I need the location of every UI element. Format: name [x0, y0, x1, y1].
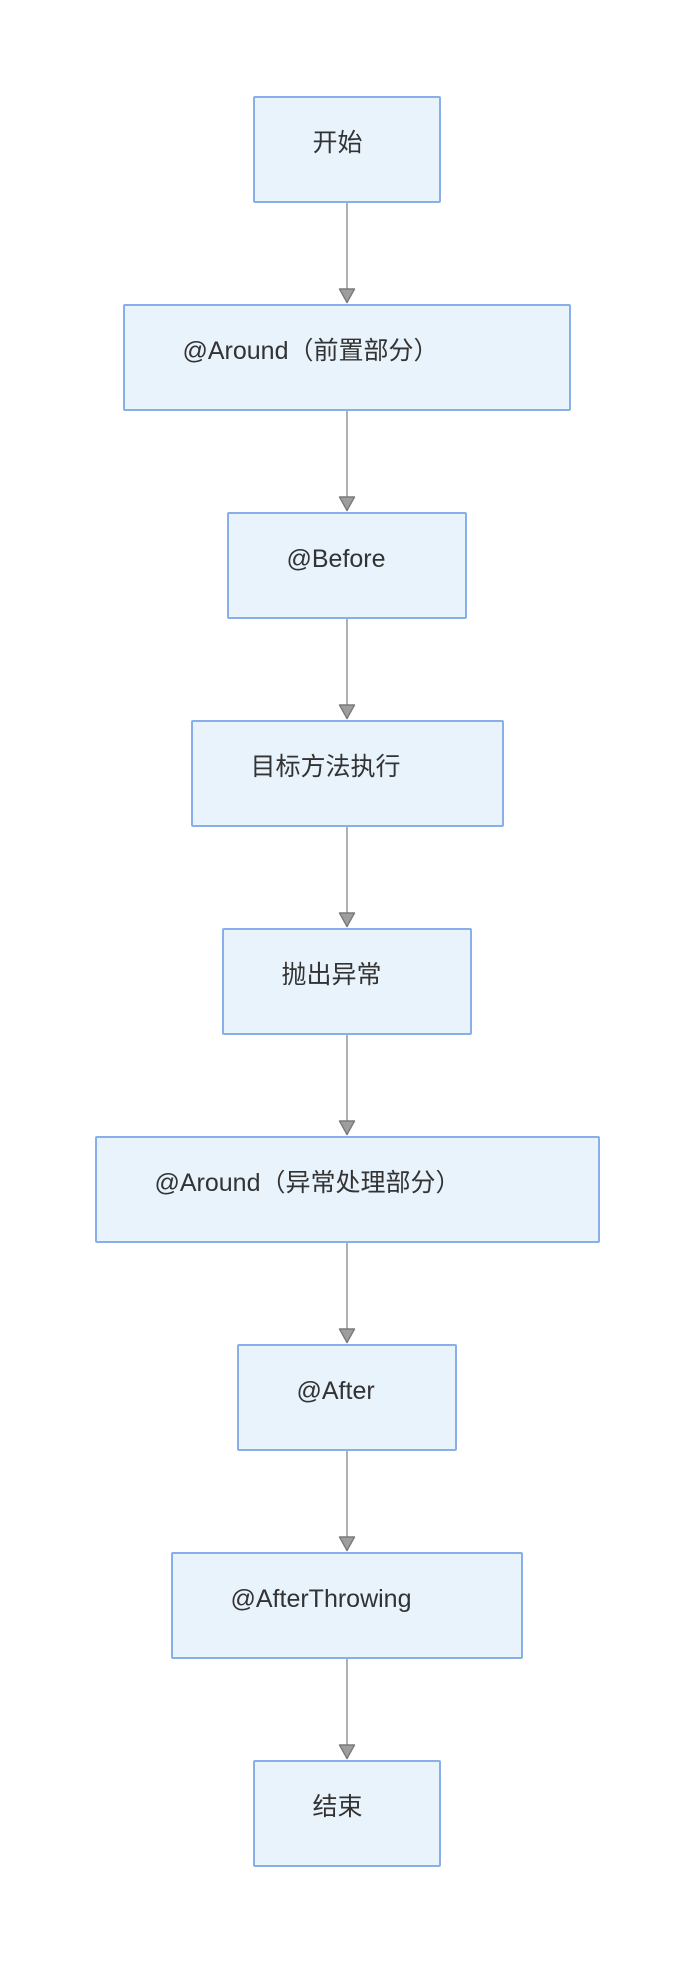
- flow-node-around-pre: @Around（前置部分）: [122, 304, 571, 411]
- flow-edge: [338, 1035, 356, 1136]
- flow-node-after: @After: [236, 1344, 457, 1451]
- flow-node-start: 开始: [252, 96, 441, 203]
- flow-edge: [338, 411, 356, 512]
- flow-edge: [338, 619, 356, 720]
- flow-edge: [338, 1451, 356, 1552]
- arrow-down-icon: [338, 1744, 355, 1760]
- edge-line: [345, 827, 348, 927]
- node-label: @Around（前置部分）: [182, 337, 439, 365]
- flow-node-around-exception: @Around（异常处理部分）: [94, 1136, 600, 1243]
- node-label: 抛出异常: [281, 961, 382, 989]
- node-label: @Around（异常处理部分）: [154, 1169, 461, 1197]
- arrow-down-icon: [338, 1536, 355, 1552]
- flow-node-before: @Before: [226, 512, 467, 619]
- flow-edge: [338, 1659, 356, 1760]
- flow-edge: [338, 827, 356, 928]
- flow-node-after-throwing: @AfterThrowing: [170, 1552, 523, 1659]
- flow-node-throw-exception: 抛出异常: [221, 928, 472, 1035]
- flow-node-end: 结束: [252, 1760, 441, 1867]
- flow-node-target-method: 目标方法执行: [190, 720, 504, 827]
- flow-edge: [338, 203, 356, 304]
- flow-edge: [338, 1243, 356, 1344]
- edge-line: [345, 619, 348, 719]
- node-label: 结束: [312, 1793, 363, 1821]
- node-label: 目标方法执行: [250, 753, 401, 781]
- arrow-down-icon: [338, 912, 355, 928]
- edge-line: [345, 411, 348, 511]
- arrow-down-icon: [338, 496, 355, 512]
- node-label: @AfterThrowing: [230, 1585, 412, 1613]
- arrow-down-icon: [338, 1120, 355, 1136]
- arrow-down-icon: [338, 1328, 355, 1344]
- node-label: @Before: [286, 545, 386, 573]
- node-label: 开始: [312, 129, 363, 157]
- edge-line: [345, 1451, 348, 1551]
- arrow-down-icon: [338, 704, 355, 720]
- edge-line: [345, 1243, 348, 1343]
- arrow-down-icon: [338, 288, 355, 304]
- edge-line: [345, 1035, 348, 1135]
- edge-line: [345, 203, 348, 303]
- edge-line: [345, 1659, 348, 1759]
- node-label: @After: [296, 1377, 375, 1405]
